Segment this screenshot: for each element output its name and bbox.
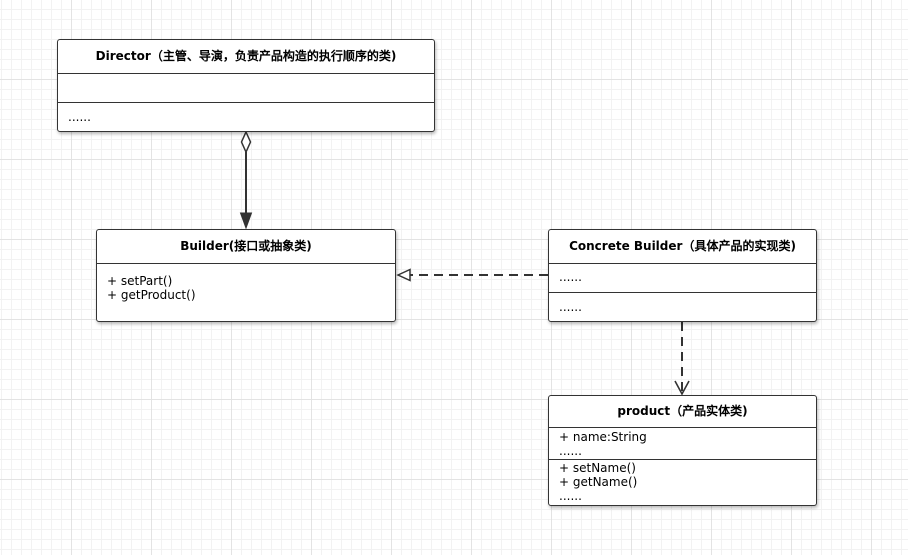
aggregation-arrowhead (239, 212, 253, 230)
class-concrete-builder[interactable]: Concrete Builder（具体产品的实现类) ...... ...... (548, 229, 817, 322)
class-builder-methods: + setPart() + getProduct() (97, 263, 395, 321)
method-item: + getProduct() (107, 288, 196, 302)
method-item: + setName() (559, 461, 636, 475)
class-director-methods: ...... (58, 102, 434, 131)
class-concrete-builder-attributes: ...... (549, 263, 816, 292)
class-concrete-builder-name: Concrete Builder（具体产品的实现类) (569, 239, 796, 253)
class-director-attributes (58, 73, 434, 102)
dependency-arrowhead (674, 380, 690, 396)
method-item: + getName() (559, 475, 638, 489)
class-builder-name: Builder(接口或抽象类) (180, 239, 312, 253)
class-product-name: product（产品实体类) (617, 404, 748, 418)
edge-realization-concrete-builder-builder[interactable] (396, 268, 548, 282)
attribute-item: + name:String (559, 430, 647, 444)
edge-aggregation-director-builder[interactable] (239, 130, 253, 230)
class-director-name: Director（主管、导演，负责产品构造的执行顺序的类) (95, 49, 397, 63)
class-director[interactable]: Director（主管、导演，负责产品构造的执行顺序的类) ...... (57, 39, 435, 132)
class-product-attributes: + name:String ...... (549, 427, 816, 459)
method-item: + setPart() (107, 274, 173, 288)
method-item: ...... (559, 489, 582, 503)
edge-dependency-concrete-builder-product[interactable] (674, 322, 690, 396)
class-builder[interactable]: Builder(接口或抽象类) + setPart() + getProduct… (96, 229, 396, 322)
method-item: ...... (68, 110, 91, 124)
class-product-methods: + setName() + getName() ...... (549, 459, 816, 505)
realization-triangle (396, 268, 411, 282)
class-product[interactable]: product（产品实体类) + name:String ...... + se… (548, 395, 817, 506)
aggregation-diamond (240, 130, 252, 154)
attribute-item: ...... (559, 444, 582, 458)
method-item: ...... (559, 300, 582, 314)
class-concrete-builder-methods: ...... (549, 292, 816, 321)
attribute-item: ...... (559, 270, 582, 284)
